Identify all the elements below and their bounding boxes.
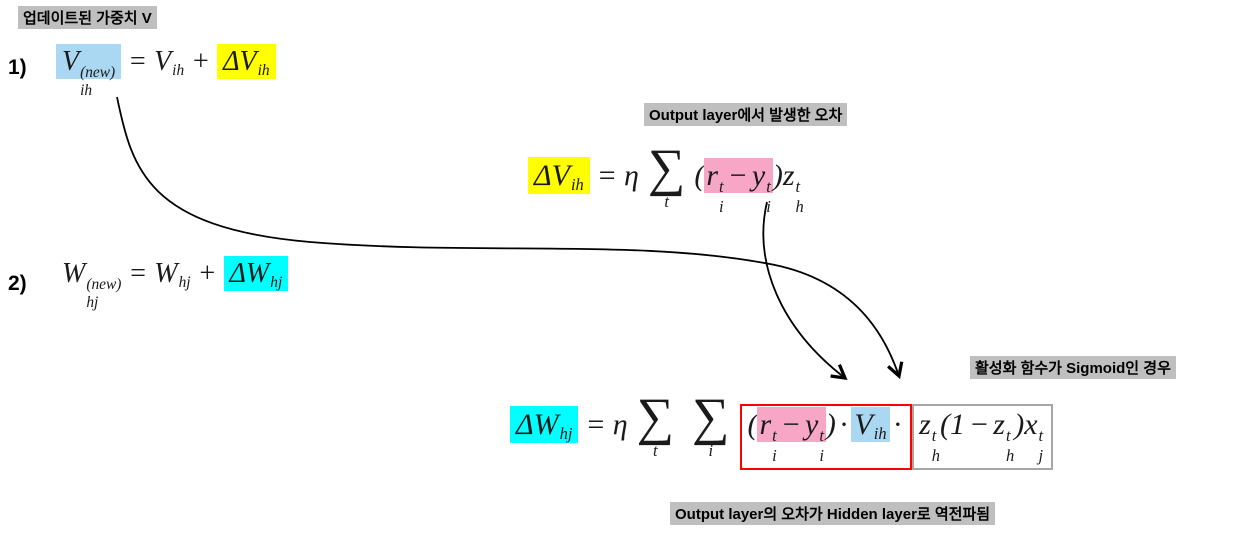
label-sigmoid-case: 활성화 함수가 Sigmoid인 경우 bbox=[970, 356, 1176, 379]
equation-w-update: W(new)hj=Whj+ΔWhj bbox=[62, 256, 289, 312]
item-number-2: 2) bbox=[8, 272, 27, 295]
sum-over-t: ∑t bbox=[647, 139, 686, 211]
left-paren: ( bbox=[694, 158, 705, 192]
delta-v-lhs-highlight: ΔVih bbox=[528, 156, 590, 194]
right-paren: ) bbox=[772, 158, 783, 192]
equals-sign: = bbox=[596, 158, 618, 192]
eta-symbol: η bbox=[612, 407, 628, 441]
label-updated-weight: 업데이트된 가중치 V bbox=[18, 6, 157, 29]
v-term: Vih bbox=[154, 46, 185, 79]
sum-over-i: ∑i bbox=[692, 388, 730, 460]
v-new-base: V bbox=[62, 46, 80, 77]
eta-symbol: η bbox=[624, 158, 639, 192]
minus-sign-2: − bbox=[969, 407, 990, 441]
sum-over-t: ∑t bbox=[636, 388, 675, 460]
label-backprop: Output layer의 오차가 Hidden layer로 역전파됨 bbox=[670, 502, 996, 525]
arrow-error-term-to-bottom-formula bbox=[762, 201, 848, 380]
delta-v-highlight: ΔVih bbox=[217, 44, 276, 79]
right-paren-2: ) bbox=[1014, 407, 1025, 441]
plus-sign: + bbox=[191, 46, 211, 77]
left-paren-2: ( bbox=[940, 407, 951, 441]
equals-sign: = bbox=[128, 46, 148, 77]
one-literal: 1 bbox=[950, 407, 966, 441]
arrow-vih-to-bottom-formula bbox=[116, 96, 904, 380]
minus-sign: − bbox=[780, 407, 801, 441]
v-new-highlight: V(new)ih bbox=[56, 44, 122, 99]
equation-v-update: V(new)ih=Vih+ΔVih bbox=[56, 44, 276, 99]
equals-sign: = bbox=[585, 407, 606, 441]
item-number-1: 1) bbox=[8, 56, 27, 79]
v-new-sup: (new) bbox=[80, 63, 116, 81]
v-ih-highlight: Vih bbox=[851, 406, 890, 443]
dot-operator: · bbox=[839, 407, 848, 441]
label-output-error: Output layer에서 발생한 오차 bbox=[644, 103, 848, 126]
w-term: Whj bbox=[154, 258, 191, 291]
dot-operator: · bbox=[893, 407, 902, 441]
plus-sign: + bbox=[197, 258, 217, 289]
left-paren: ( bbox=[747, 407, 758, 441]
delta-w-lhs-highlight: ΔWhj bbox=[510, 405, 579, 443]
right-paren: ) bbox=[825, 407, 836, 441]
equals-sign: = bbox=[128, 258, 148, 289]
delta-w-highlight: ΔWhj bbox=[223, 256, 289, 291]
w-new-term: W(new)hj bbox=[62, 258, 122, 312]
v-new-sub: ih bbox=[80, 82, 93, 100]
minus-sign: − bbox=[727, 158, 748, 192]
